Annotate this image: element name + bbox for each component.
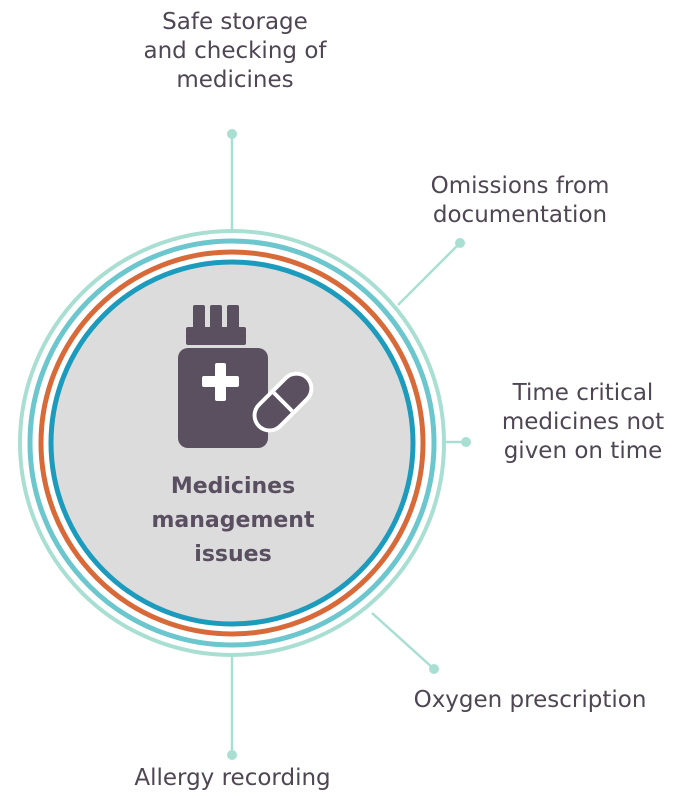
item-line: Time critical [512,380,654,406]
item-line: medicines [176,67,294,93]
connector-dot-top [227,129,237,139]
teal-ring [27,238,437,648]
medicine-bottle-pill-icon [178,305,314,448]
center-title-line: issues [194,542,272,567]
item-allergy: Allergy recording [110,764,355,793]
item-time-critical: Time critical medicines not given on tim… [488,379,678,466]
item-line: and checking of [143,38,327,64]
orange-ring [38,249,426,637]
center-title-line: management [151,508,315,533]
item-safe-storage: Safe storage and checking of medicines [130,8,340,95]
item-line: Oxygen prescription [413,687,647,713]
item-line: documentation [432,202,608,228]
connector-dot-lower-right [429,664,439,674]
item-line: Omissions from [430,173,610,199]
center-title-line: Medicines [170,474,296,499]
connector-upper-right [397,242,461,306]
connector-dot-right [461,437,471,447]
item-oxygen: Oxygen prescription [390,686,670,715]
item-line: Allergy recording [134,765,331,791]
connector-lower-right [371,612,435,670]
item-omissions: Omissions from documentation [410,172,630,230]
center-title: Medicines management issues [118,470,348,572]
connector-dot-bottom [227,750,237,760]
connector-dot-upper-right [455,238,465,248]
item-line: given on time [503,438,663,464]
item-line: Safe storage [162,9,308,35]
item-line: medicines not [501,409,665,435]
